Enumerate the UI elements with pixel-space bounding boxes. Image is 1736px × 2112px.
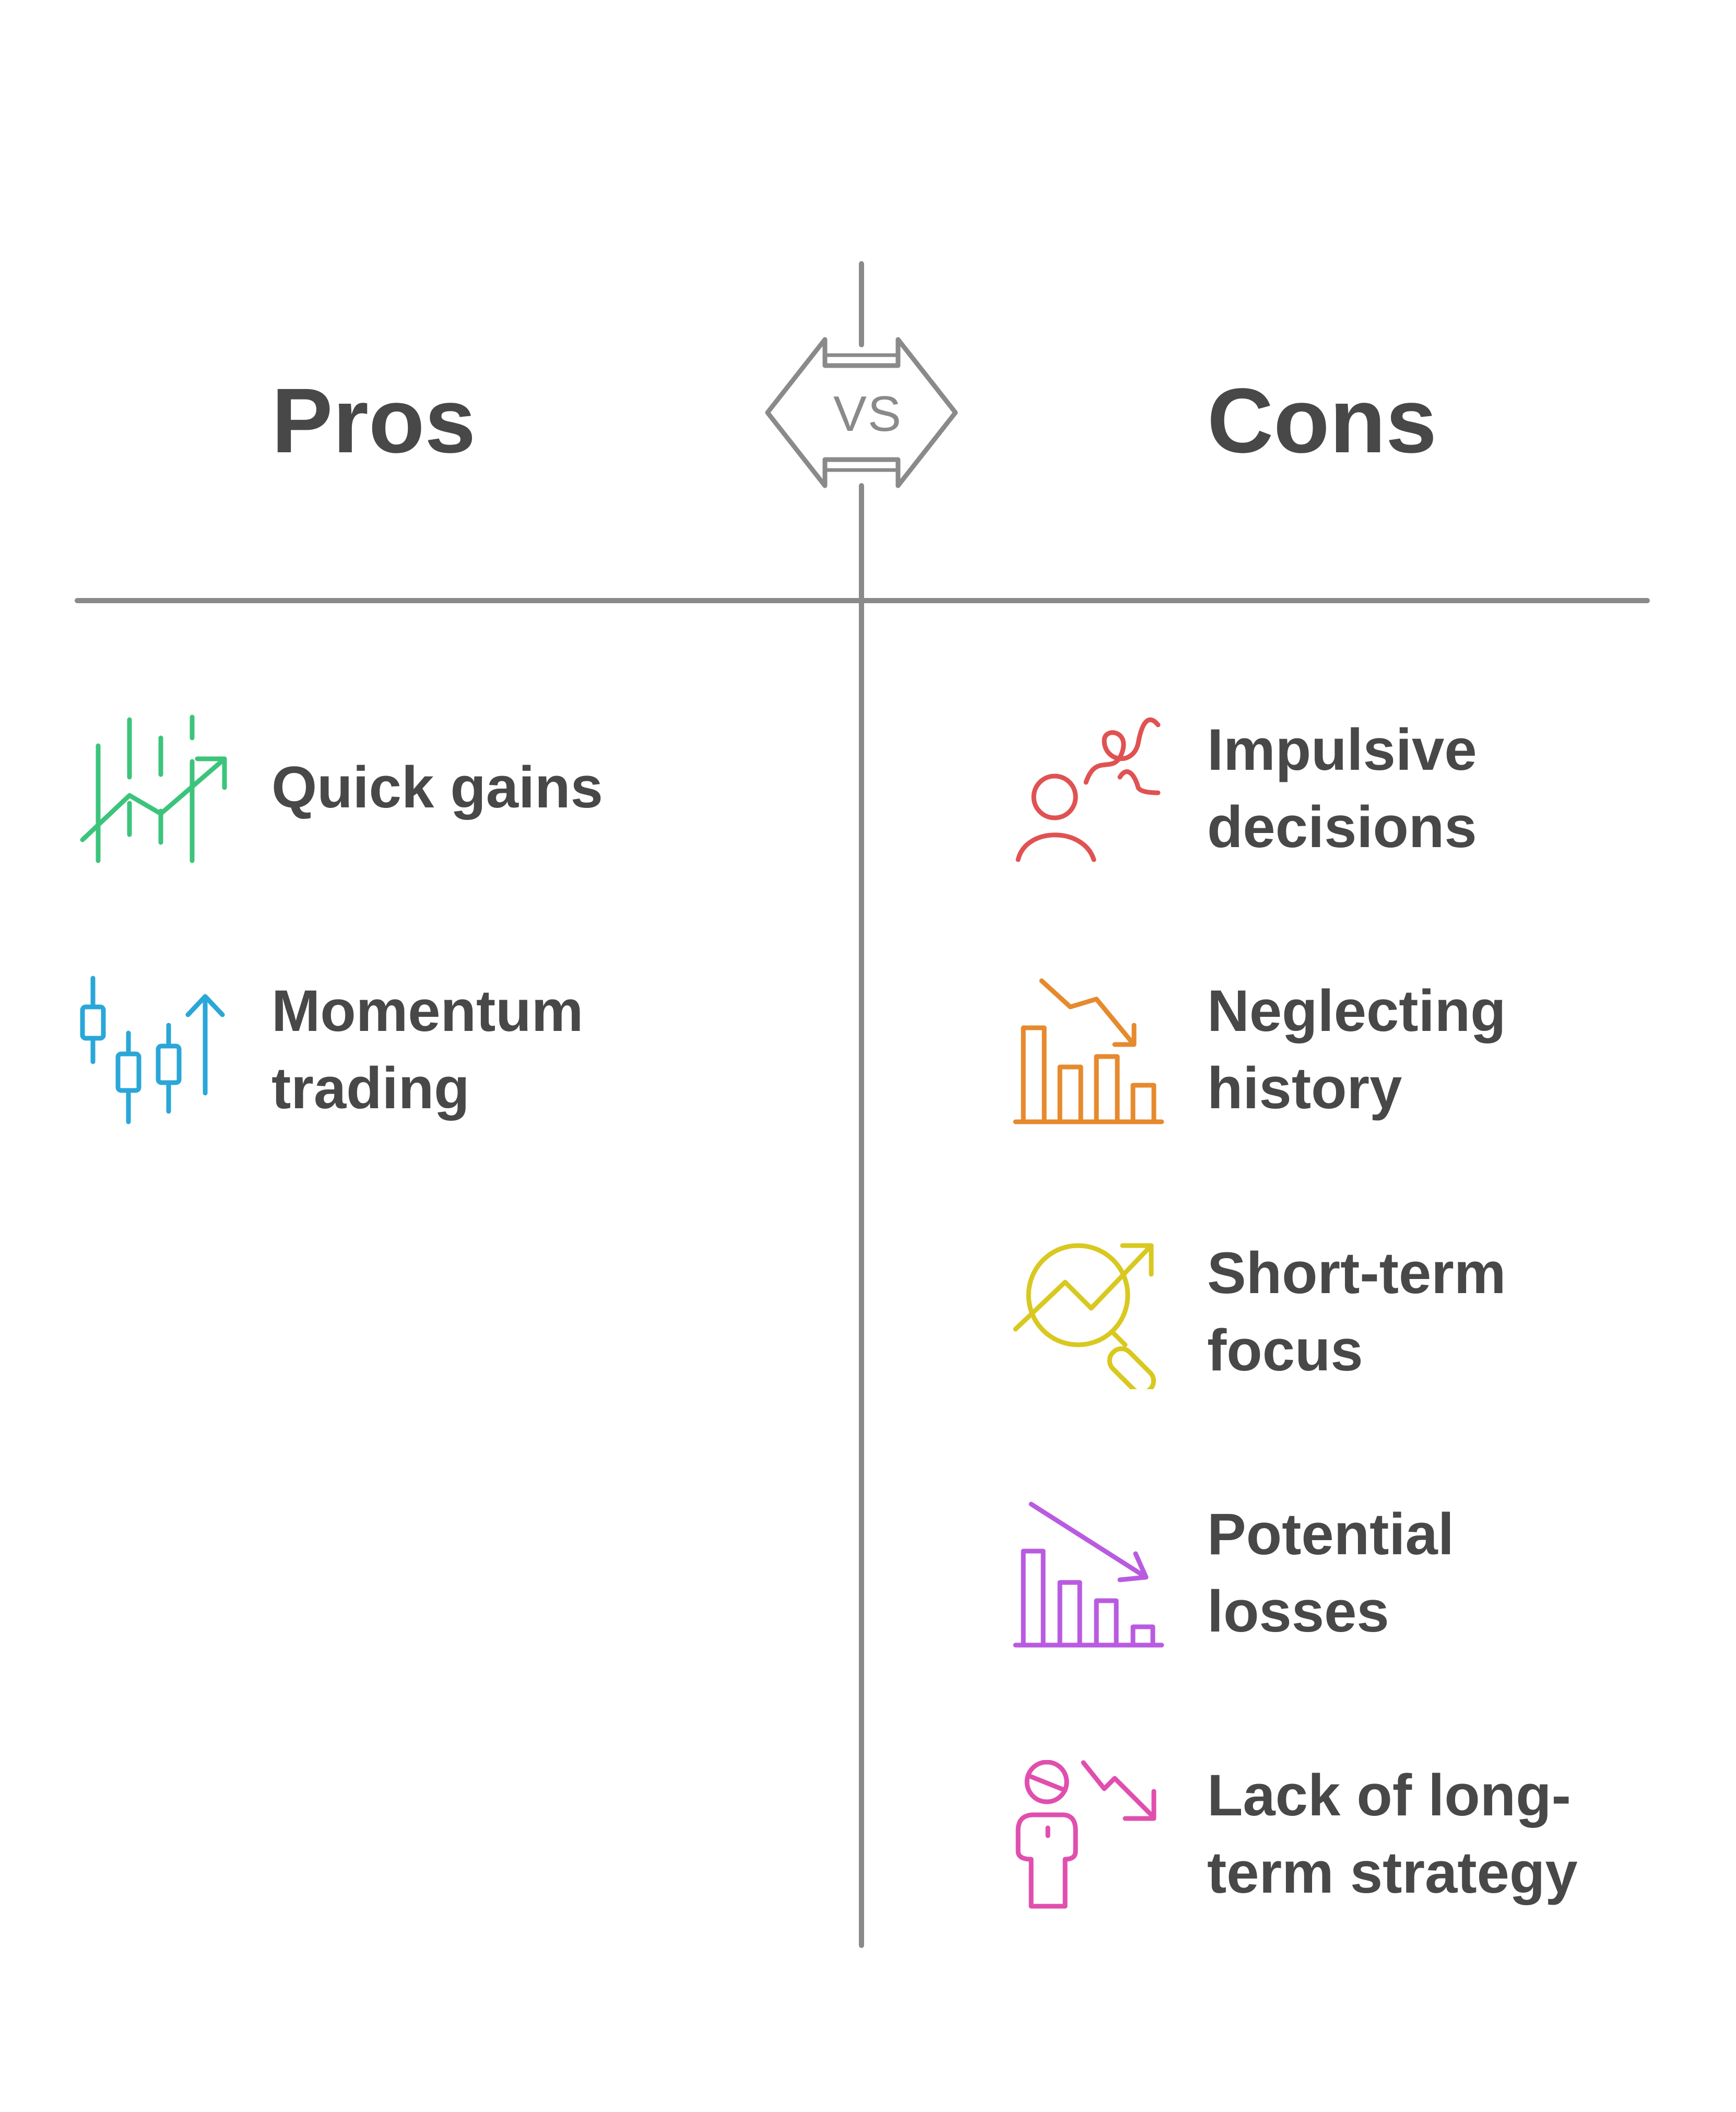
cons-item-label: Impulsive decisions xyxy=(1207,717,1477,860)
cons-item-label: Potential losses xyxy=(1207,1501,1454,1644)
cons-item-label: Short-term focus xyxy=(1207,1240,1506,1383)
cons-item-label: Lack of long- term strategy xyxy=(1207,1763,1578,1905)
pros-item-label: Quick gains xyxy=(271,755,603,820)
decreasing-bars-arrow-icon xyxy=(1013,1501,1164,1648)
person-squiggle-icon xyxy=(1015,717,1161,862)
bar-chart-up-arrow-icon xyxy=(80,714,227,863)
declining-bars-icon xyxy=(1013,978,1164,1124)
magnifier-trend-icon xyxy=(1013,1243,1156,1389)
vs-label: VS xyxy=(833,386,903,442)
candlestick-up-arrow-icon xyxy=(80,976,225,1124)
cons-heading: Cons xyxy=(1207,370,1437,472)
cons-item-label: Neglecting history xyxy=(1207,978,1506,1121)
person-down-arrow-icon xyxy=(1015,1760,1156,1909)
pros-item-label: Momentum trading xyxy=(271,978,584,1121)
pros-heading: Pros xyxy=(271,370,476,472)
vs-double-arrow xyxy=(765,337,958,488)
